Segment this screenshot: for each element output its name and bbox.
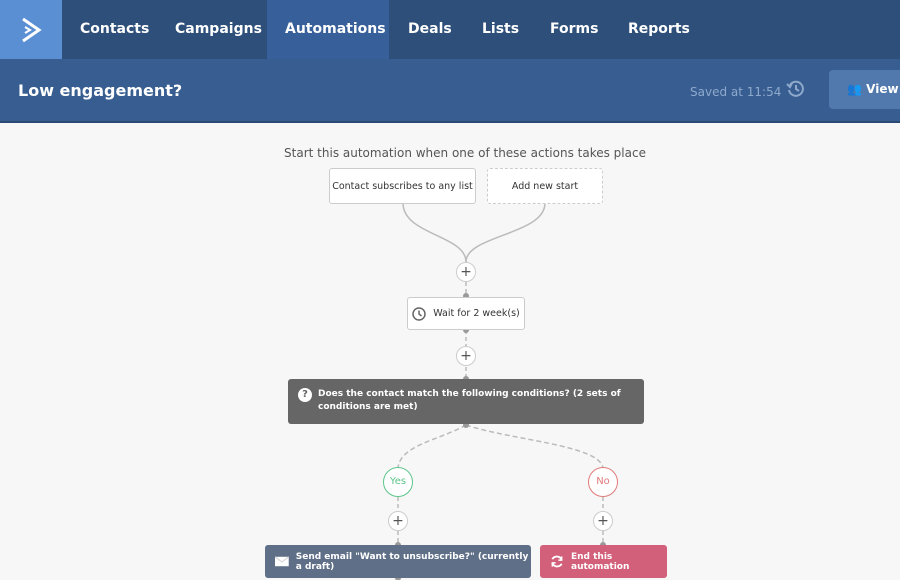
envelope-icon [275,556,289,567]
automation-title[interactable]: Low engagement? [18,81,183,100]
no-branch[interactable]: No [588,467,618,497]
condition-label: Does the contact match the following con… [318,389,621,412]
wait-step[interactable]: Wait for 2 week(s) [407,297,525,330]
trigger-subscribes[interactable]: Contact subscribes to any list [329,168,476,204]
add-step-no-button[interactable]: + [593,511,613,531]
end-automation-label: End this automation [571,551,630,572]
send-email-label: Send email "Want to unsubscribe?" (curre… [295,551,529,572]
tab-reports[interactable]: Reports [628,21,690,37]
saved-status: Saved at 11:54 [690,85,782,99]
wait-label: Wait for 2 week(s) [433,308,520,319]
view-contacts-button[interactable]: 👥 View c [829,70,900,109]
tab-automations[interactable]: Automations [267,0,389,59]
tab-campaigns[interactable]: Campaigns [175,21,262,37]
end-automation-step[interactable]: End this automation [540,545,667,578]
refresh-icon [551,555,563,568]
send-email-step[interactable]: Send email "Want to unsubscribe?" (curre… [265,545,531,578]
tab-contacts[interactable]: Contacts [80,21,150,37]
clock-icon [412,306,427,321]
tab-lists[interactable]: Lists [482,21,520,37]
condition-step[interactable]: ? Does the contact match the following c… [288,379,644,424]
tab-deals[interactable]: Deals [408,21,452,37]
question-icon: ? [298,388,312,402]
history-icon[interactable] [786,79,806,99]
logo[interactable] [0,0,62,59]
automation-canvas: Start this automation when one of these … [0,125,900,580]
users-icon: 👥 [847,82,862,96]
top-nav: Contacts Campaigns Automations Deals Lis… [0,0,900,59]
add-step-button[interactable]: + [456,346,476,366]
yes-branch[interactable]: Yes [383,467,413,497]
start-caption: Start this automation when one of these … [284,146,646,160]
add-step-yes-button[interactable]: + [388,511,408,531]
add-new-start-button[interactable]: Add new start [487,168,603,204]
automation-header: Low engagement? Saved at 11:54 👥 View c [0,59,900,123]
chevron-logo-icon [22,17,42,42]
add-step-button[interactable]: + [456,262,476,282]
view-button-label: View c [866,82,900,96]
tab-forms[interactable]: Forms [550,21,599,37]
